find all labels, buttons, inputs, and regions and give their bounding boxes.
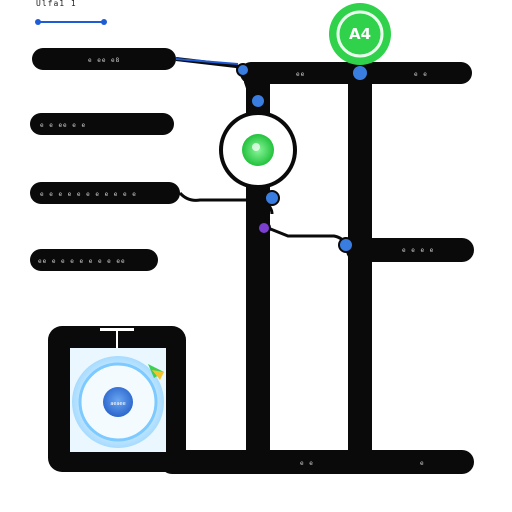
rail-label-top-right: e e: [414, 71, 428, 78]
device-label: aeaee: [110, 401, 125, 407]
node-upper-left[interactable]: [250, 93, 266, 109]
header-underline: [35, 19, 107, 25]
label-pill-1[interactable]: [32, 48, 176, 70]
rail-mid-right: [346, 238, 474, 262]
node-top-left[interactable]: [236, 63, 250, 77]
label-pill-3[interactable]: [30, 182, 180, 204]
label-pill-3-text: e e e e e e e e e e e: [40, 191, 137, 198]
device-frame[interactable]: aeaee: [48, 326, 186, 472]
rail-vertical-right: [348, 70, 372, 462]
rail-label-bottom-left: e e: [300, 460, 314, 467]
header-title: Ulfa1 1: [36, 0, 77, 8]
label-pill-2-text: e e ee e e: [40, 122, 86, 129]
node-purple[interactable]: [257, 221, 271, 235]
rail-label-bottom-right: e: [420, 460, 425, 467]
rail-label-top-left: ee: [296, 71, 305, 78]
badge-a4[interactable]: A4: [329, 3, 391, 65]
rail-bottom: [160, 450, 474, 474]
label-pill-4-text: ee e e e e e e e ee: [38, 258, 126, 265]
label-pill-4[interactable]: [30, 249, 158, 271]
label-pill-1-text: e ee e8: [88, 57, 120, 64]
hub-node[interactable]: [219, 111, 297, 189]
node-mid-right[interactable]: [338, 237, 354, 253]
wire-pill3-to-node: [178, 191, 274, 215]
node-mid[interactable]: [264, 190, 280, 206]
rail-label-mid-right: e e e e: [402, 247, 434, 254]
label-pill-2[interactable]: [30, 113, 174, 135]
node-top-right[interactable]: [353, 66, 367, 80]
badge-label: A4: [349, 25, 371, 43]
wire-purple-to-right: [267, 226, 348, 247]
